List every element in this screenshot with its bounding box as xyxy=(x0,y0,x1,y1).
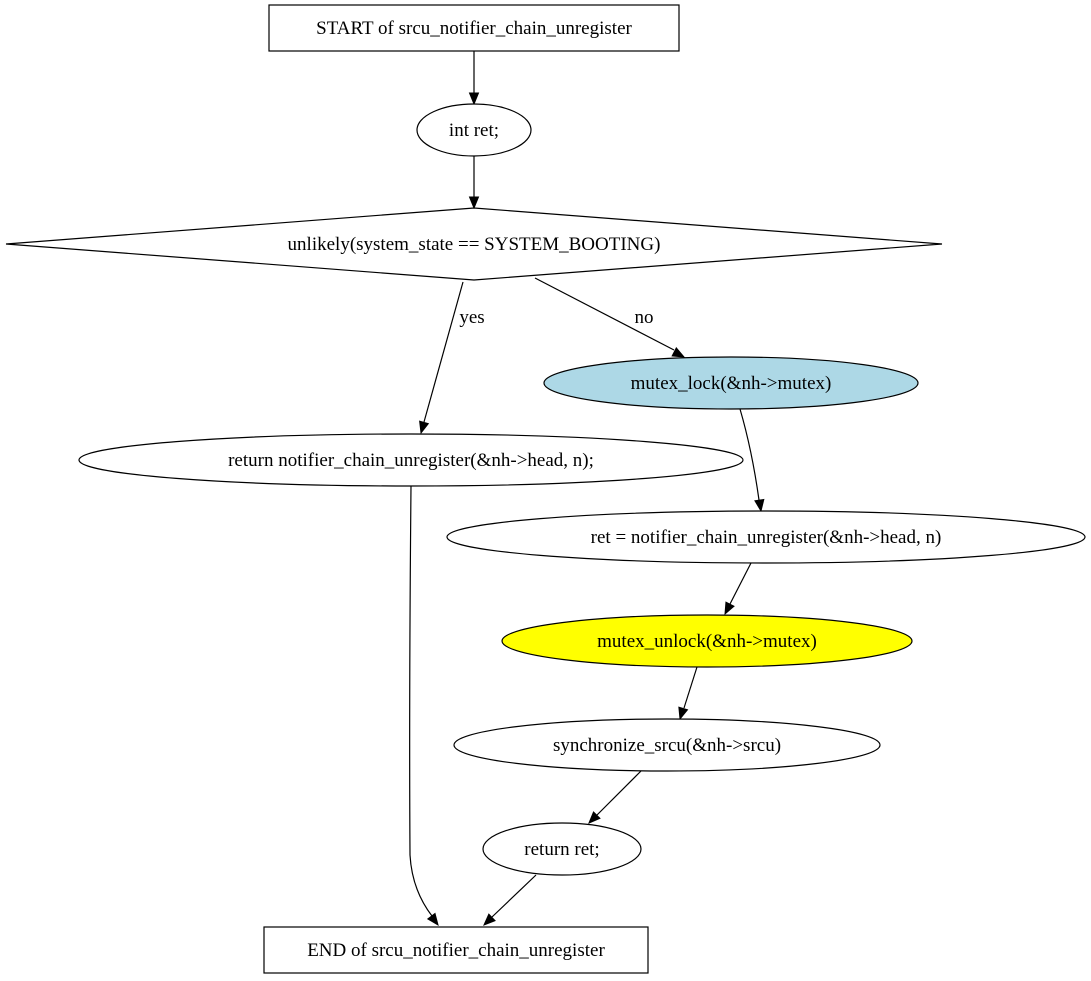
node-label: return ret; xyxy=(524,839,599,860)
node-assign: ret = notifier_chain_unregister(&nh->hea… xyxy=(446,510,1086,564)
node-decl: int ret; xyxy=(416,103,532,157)
edge-line xyxy=(534,277,675,351)
edge-ret-to-end xyxy=(483,874,537,926)
node-cond: unlikely(system_state == SYSTEM_BOOTING) xyxy=(5,207,943,281)
edge-line xyxy=(423,281,464,423)
node-unlock: mutex_unlock(&nh->mutex) xyxy=(501,614,913,668)
edge-cond-to-lock: no xyxy=(534,277,686,358)
edge-lock-to-assign xyxy=(739,408,765,513)
node-label: synchronize_srcu(&nh->srcu) xyxy=(553,735,781,756)
node-label: unlikely(system_state == SYSTEM_BOOTING) xyxy=(288,234,661,255)
edge-assign-to-unlock xyxy=(724,562,752,616)
arrowhead-icon xyxy=(426,912,439,927)
node-label: END of srcu_notifier_chain_unregister xyxy=(307,940,605,961)
arrowhead-icon xyxy=(468,92,480,106)
node-lock: mutex_lock(&nh->mutex) xyxy=(543,356,919,410)
diamond-shape xyxy=(5,207,943,281)
edge-line xyxy=(683,666,698,709)
edge-line xyxy=(739,408,760,501)
ellipse-shape xyxy=(453,718,881,772)
ellipse-shape xyxy=(446,510,1086,564)
ellipse-shape xyxy=(501,614,913,668)
edge-decl-to-cond xyxy=(468,156,480,210)
edge-label-yes: yes xyxy=(459,307,484,328)
box-shape xyxy=(263,926,649,974)
edge-line xyxy=(729,562,752,605)
node-label: ret = notifier_chain_unregister(&nh->hea… xyxy=(591,527,942,548)
node-ret: return ret; xyxy=(482,822,642,876)
node-label: mutex_lock(&nh->mutex) xyxy=(631,373,832,394)
node-label: int ret; xyxy=(449,120,499,141)
edge-ret_early-to-end xyxy=(409,485,439,927)
ellipse-shape xyxy=(416,103,532,157)
arrowhead-icon xyxy=(671,347,686,358)
node-label: mutex_unlock(&nh->mutex) xyxy=(597,631,817,652)
edge-line xyxy=(596,770,642,816)
nodes-layer: START of srcu_notifier_chain_unregisteri… xyxy=(5,4,1086,974)
arrowhead-icon xyxy=(483,913,496,926)
node-label: START of srcu_notifier_chain_unregister xyxy=(316,18,632,39)
arrowhead-icon xyxy=(724,601,735,616)
arrowhead-icon xyxy=(468,196,480,210)
ellipse-shape xyxy=(78,433,744,487)
node-sync: synchronize_srcu(&nh->srcu) xyxy=(453,718,881,772)
node-label: return notifier_chain_unregister(&nh->he… xyxy=(228,450,594,471)
edge-start-to-decl xyxy=(468,51,480,106)
node-start: START of srcu_notifier_chain_unregister xyxy=(268,4,680,52)
node-ret-early: return notifier_chain_unregister(&nh->he… xyxy=(78,433,744,487)
arrowhead-icon xyxy=(588,811,601,824)
edge-cond-to-ret_early: yes xyxy=(419,281,485,435)
arrowhead-icon xyxy=(419,420,430,435)
box-shape xyxy=(268,4,680,52)
edge-label-no: no xyxy=(635,307,654,328)
edges-layer: yes no xyxy=(409,51,765,927)
edge-sync-to-ret xyxy=(588,770,642,824)
node-end: END of srcu_notifier_chain_unregister xyxy=(263,926,649,974)
edge-unlock-to-sync xyxy=(678,666,698,721)
arrowhead-icon xyxy=(754,498,765,513)
edge-line xyxy=(409,485,433,917)
ellipse-shape xyxy=(543,356,919,410)
arrowhead-icon xyxy=(678,706,689,721)
ellipse-shape xyxy=(482,822,642,876)
edge-line xyxy=(491,874,537,918)
